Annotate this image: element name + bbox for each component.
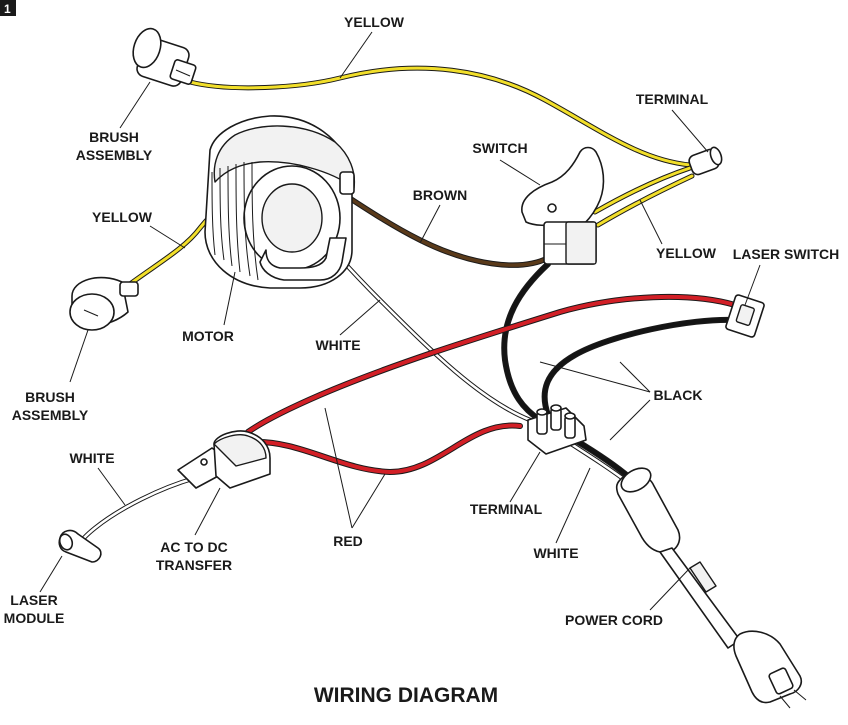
label-ac-to-dc-1: AC TO DC — [160, 539, 227, 555]
label-brush-assembly-top-2: ASSEMBLY — [76, 147, 153, 163]
label-white-left: WHITE — [69, 450, 114, 466]
label-motor: MOTOR — [182, 328, 234, 344]
label-brush-assembly-bottom-1: BRUSH — [25, 389, 75, 405]
label-terminal-bottom: TERMINAL — [470, 501, 543, 517]
laser-switch — [725, 294, 765, 338]
white-wire-cord — [563, 438, 632, 486]
diagram-title: WIRING DIAGRAM — [314, 684, 498, 707]
label-red: RED — [333, 533, 363, 549]
label-laser-module-2: MODULE — [4, 610, 65, 626]
white-wire-laser-outline — [75, 475, 198, 549]
black-wire-laser-outline — [541, 316, 738, 418]
label-yellow-right: YELLOW — [656, 245, 717, 261]
red-wire-terminal — [250, 423, 522, 475]
motor — [204, 115, 356, 289]
label-white-mid: WHITE — [315, 337, 360, 353]
laser-module — [58, 529, 102, 563]
label-brush-assembly-bottom-2: ASSEMBLY — [12, 407, 89, 423]
power-cord — [615, 467, 807, 709]
black-wire-cord-a — [573, 438, 632, 480]
white-wire-laser — [76, 476, 197, 548]
label-white-bottom: WHITE — [533, 545, 578, 561]
terminal-block — [527, 404, 587, 455]
label-brush-assembly-top-1: BRUSH — [89, 129, 139, 145]
switch — [521, 146, 605, 265]
label-terminal-top: TERMINAL — [636, 91, 709, 107]
black-wire-switch — [502, 262, 550, 422]
leader-lines — [39, 31, 761, 611]
label-power-cord: POWER CORD — [565, 612, 663, 628]
black-wire-laser — [542, 317, 737, 417]
red-wire-laser — [246, 294, 737, 434]
label-black: BLACK — [654, 387, 703, 403]
yellow-wire-switch-a — [593, 166, 692, 214]
label-laser-module-1: LASER — [10, 592, 57, 608]
labels: YELLOW TERMINAL BRUSH ASSEMBLY SWITCH BR… — [4, 14, 840, 707]
label-brown: BROWN — [413, 187, 467, 203]
corner-mark: 1 — [4, 2, 11, 16]
yellow-wire-switch-b — [596, 174, 694, 227]
label-switch: SWITCH — [472, 140, 527, 156]
label-yellow-left: YELLOW — [92, 209, 153, 225]
label-laser-switch: LASER SWITCH — [733, 246, 840, 262]
ac-dc-transfer — [177, 430, 271, 489]
corner-mark-box — [0, 0, 16, 16]
brush-assembly-top — [132, 27, 197, 87]
red-wire-laser-outline — [245, 293, 738, 435]
yellow-wire-top — [188, 66, 692, 167]
label-ac-to-dc-2: TRANSFER — [156, 557, 232, 573]
label-yellow-top: YELLOW — [344, 14, 405, 30]
yellow-terminal — [688, 146, 723, 176]
wires — [75, 65, 738, 549]
brush-assembly-bottom — [69, 276, 139, 331]
